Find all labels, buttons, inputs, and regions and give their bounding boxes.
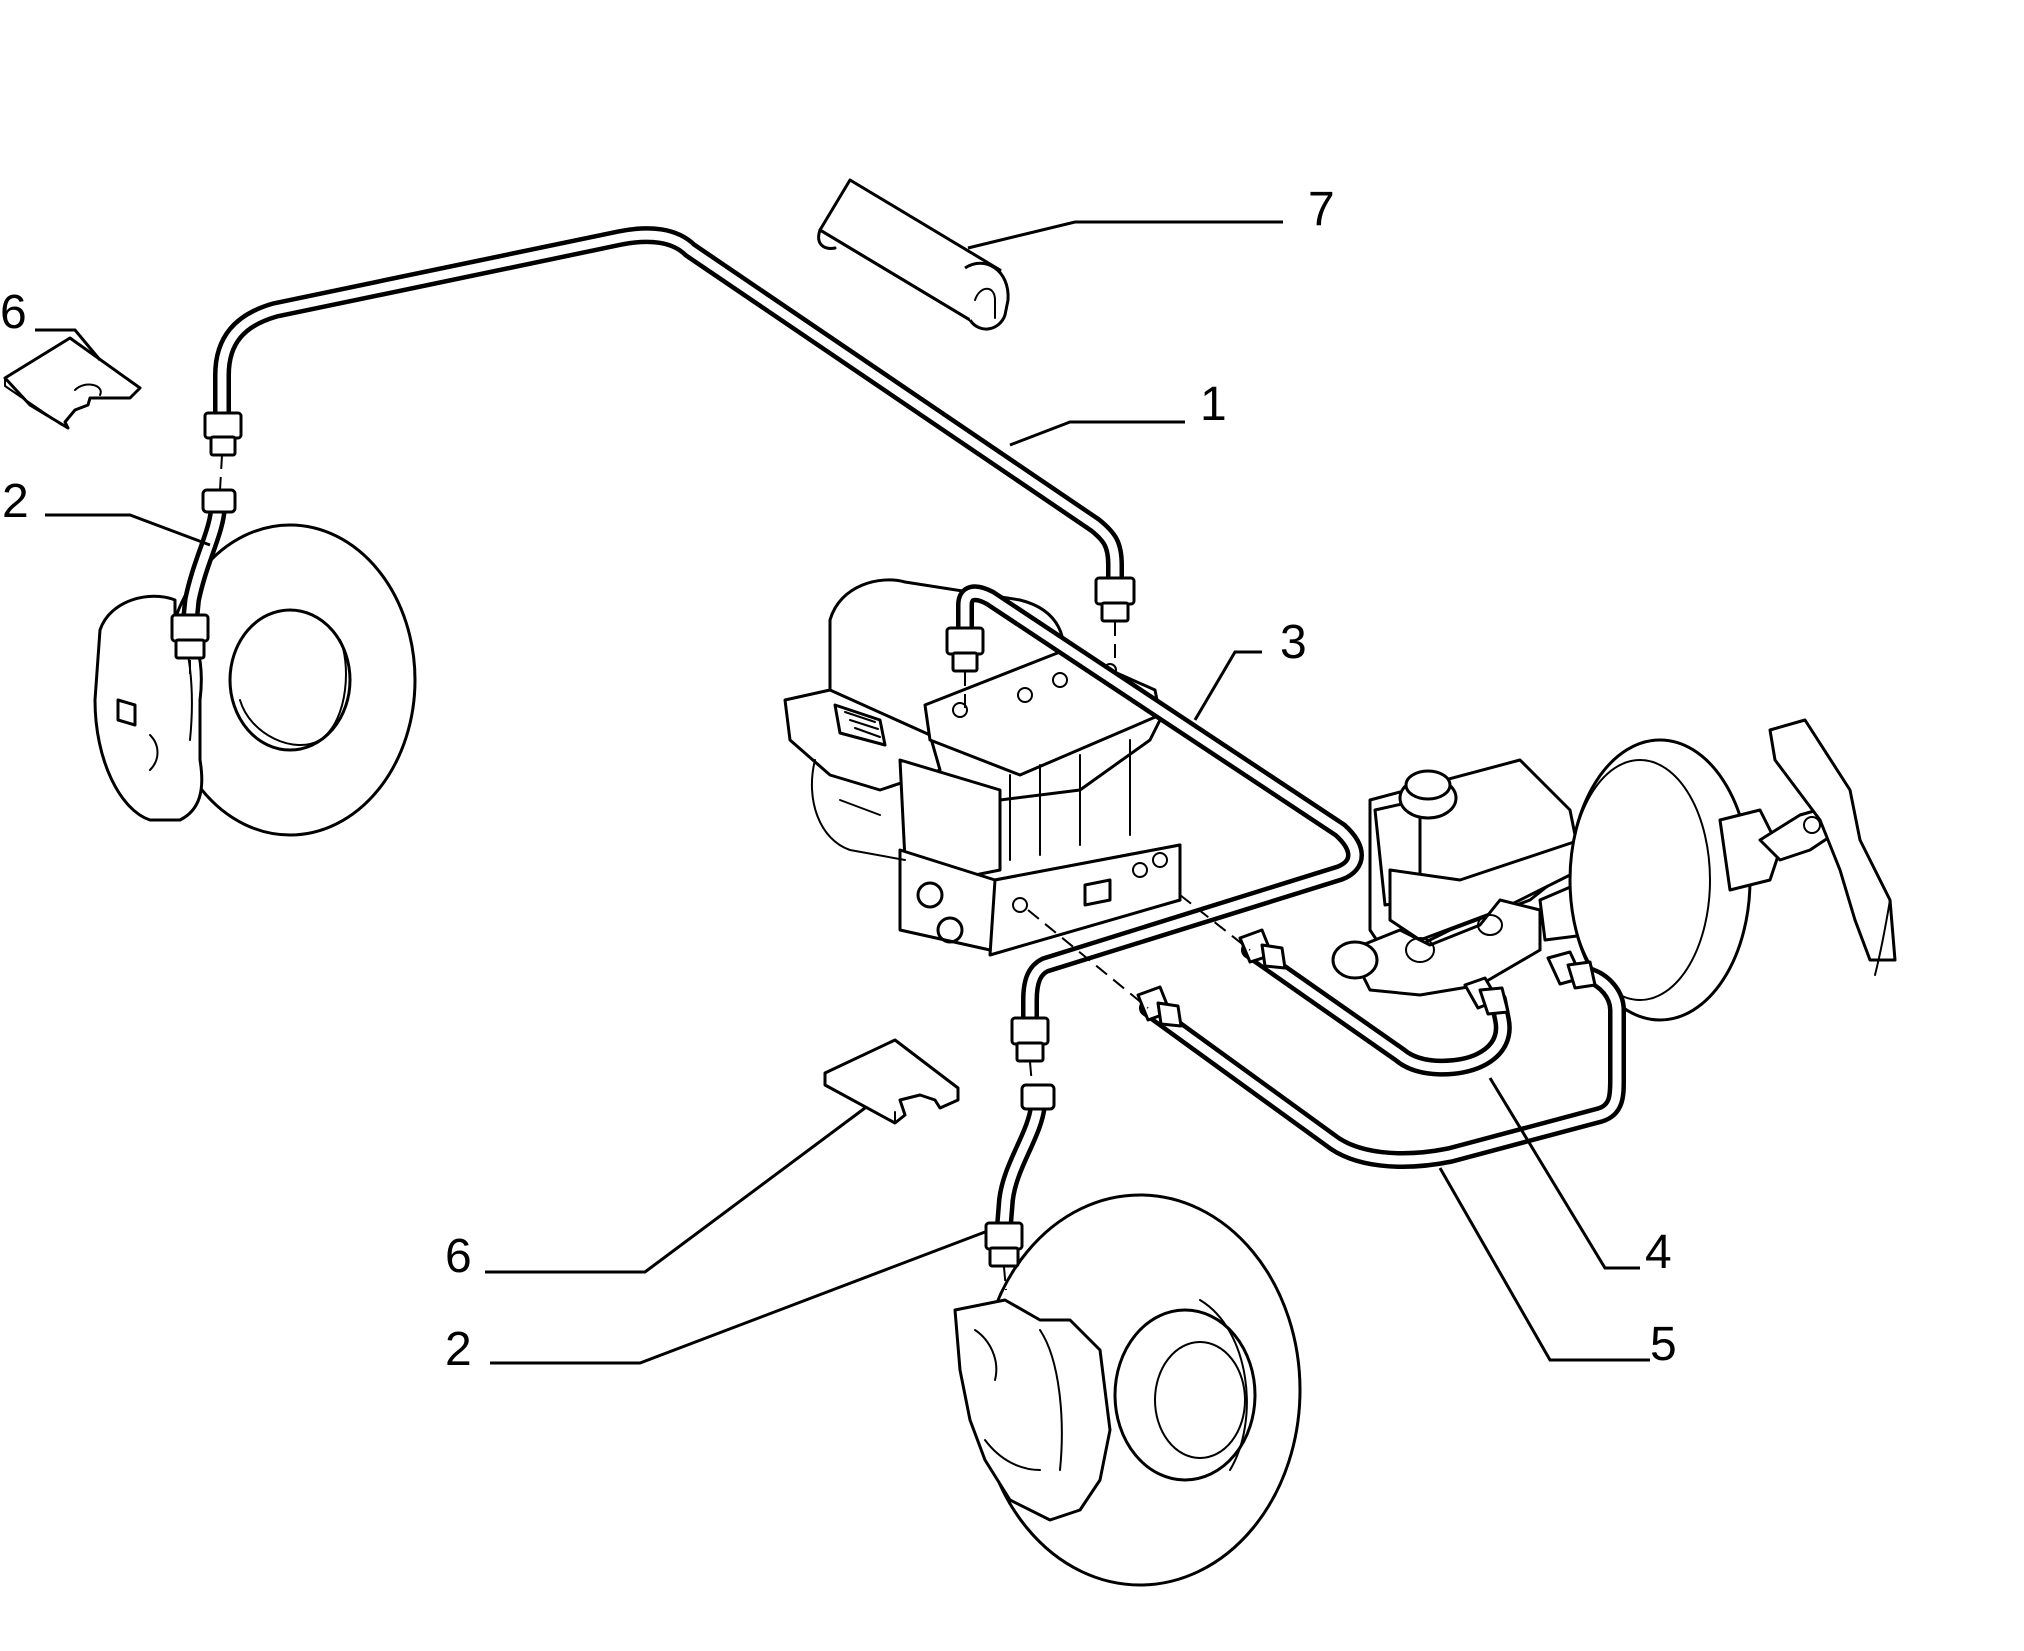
- callout-3: 3: [1280, 616, 1307, 669]
- callout-6-top: 6: [0, 286, 27, 339]
- brake-booster: [1568, 718, 1897, 1022]
- shim-plate-top: [3, 336, 142, 430]
- callout-1: 1: [1200, 378, 1227, 431]
- callout-6-bottom: 6: [445, 1230, 472, 1283]
- callout-2-bottom: 2: [445, 1323, 472, 1376]
- leader-lines: [35, 220, 1650, 1365]
- shim-plate-bottom: [823, 1038, 960, 1125]
- master-cylinder: [1331, 758, 1602, 997]
- protective-sleeve: [817, 178, 1010, 331]
- callout-2-top: 2: [2, 475, 29, 528]
- pipe-fittings: [170, 411, 1597, 1268]
- callout-4: 4: [1645, 1226, 1672, 1279]
- brake-caliper-bottom: [953, 1193, 1302, 1587]
- callout-5: 5: [1650, 1318, 1677, 1371]
- callout-7: 7: [1308, 183, 1335, 236]
- brake-caliper-top-left: [93, 523, 417, 837]
